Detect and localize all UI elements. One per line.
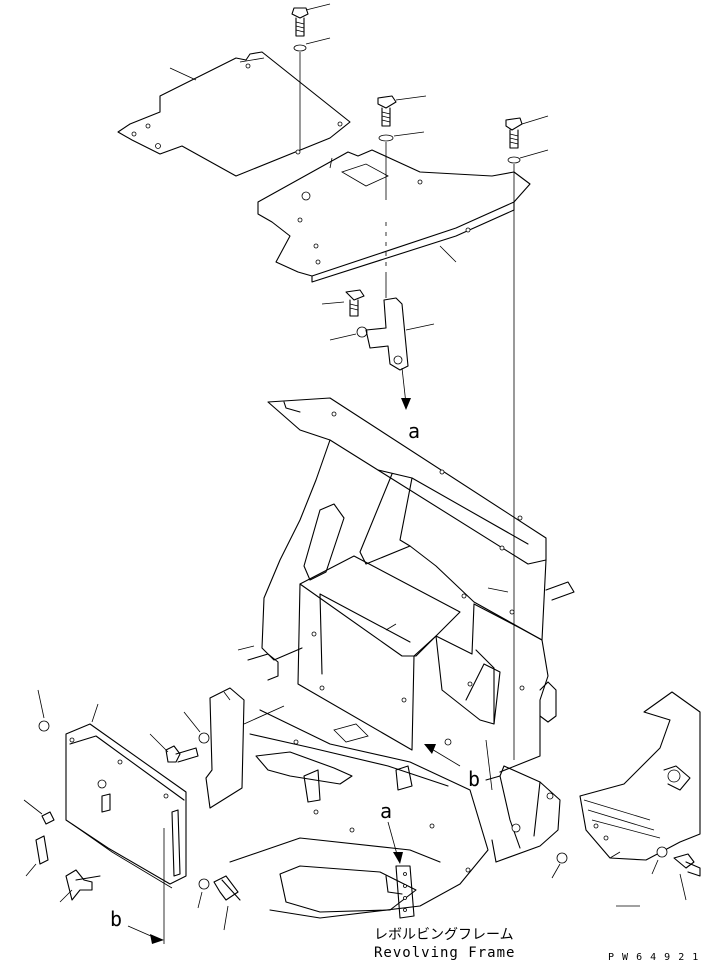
arrow-b-left: b <box>110 828 165 944</box>
arrow-a-bottom: a <box>380 799 403 864</box>
bolt-top-right <box>505 115 549 760</box>
label-english: Revolving Frame <box>374 945 515 961</box>
arrow-a-top: a <box>401 367 420 443</box>
revolving-frame <box>229 709 489 919</box>
label-japanese: レボルビングフレーム <box>374 927 514 943</box>
mounting-bracket <box>321 289 435 371</box>
large-floor-plate <box>257 149 531 283</box>
left-bolt-assembly <box>149 687 285 931</box>
drawing-number: P W 6 4 9 2 1 <box>608 952 699 963</box>
right-step-cover <box>551 691 701 907</box>
top-cover-plate <box>117 51 351 177</box>
label-b-right: b <box>468 767 480 791</box>
label-a-bottom: a <box>380 799 392 823</box>
cab-support-frame <box>237 397 575 863</box>
bolt-top-center <box>377 95 427 298</box>
revolving-frame-label: レボルビングフレーム Revolving Frame <box>374 927 515 961</box>
left-side-cover <box>23 689 187 903</box>
label-a-top: a <box>408 419 420 443</box>
arrow-b-right: b <box>424 744 480 791</box>
bolt-top-left <box>291 3 331 150</box>
label-b-left: b <box>110 907 122 931</box>
